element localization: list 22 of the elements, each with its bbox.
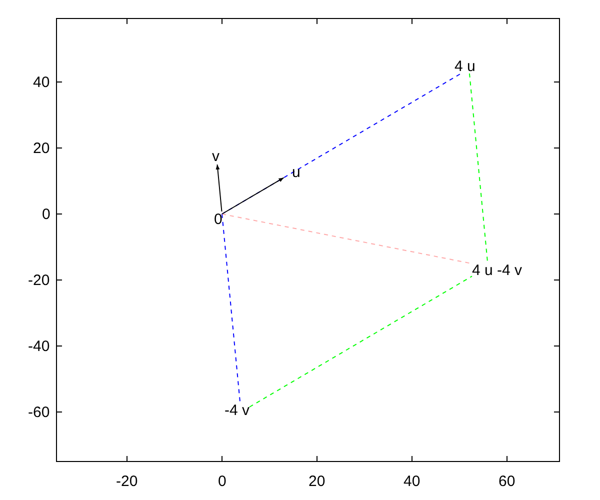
tick-label: 40 [404,474,420,489]
tick-label: -20 [28,272,50,288]
tick-label: 20 [308,474,326,489]
tick-label: 0 [42,206,50,222]
point-label: v [212,148,220,164]
tick-label: -60 [28,404,50,420]
point-label: 4 u [454,58,476,74]
tick-label: -20 [116,474,138,489]
vector-arrow [222,177,284,214]
point-label: 4 u -4 v [472,262,522,278]
tick-label: 60 [498,474,516,489]
vector-arrow [216,164,222,212]
connector-line [222,214,241,403]
tick-label: 0 [218,474,226,489]
point-label: -4 v [224,402,250,418]
point-label: u [292,164,300,180]
connector-line [249,276,472,408]
tick-label: -40 [28,338,50,354]
tick-label: 20 [33,140,50,156]
point-label: 0 [214,212,222,226]
connector-line [468,73,488,263]
tick-label: 40 [33,74,50,90]
